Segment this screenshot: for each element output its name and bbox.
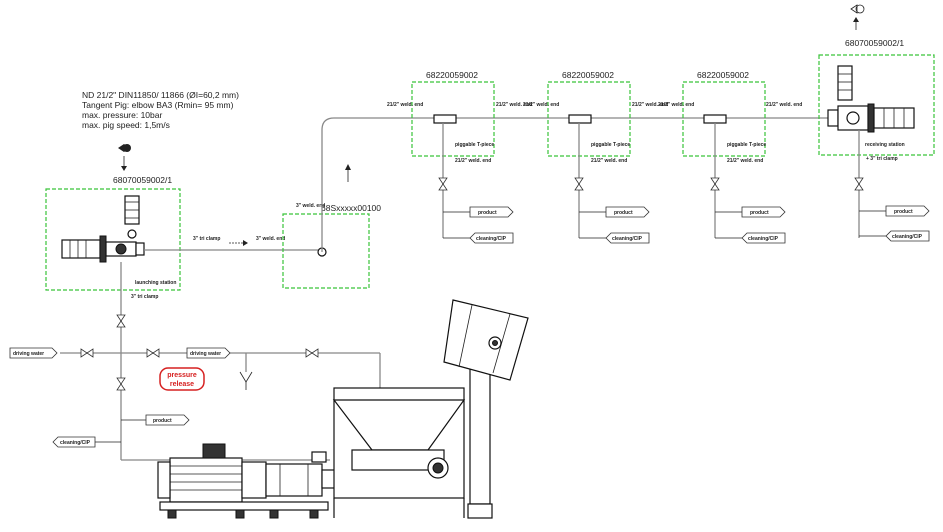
flow-arrow-up xyxy=(345,164,351,182)
tpiece-2-code: 68220059002 xyxy=(562,70,614,80)
pump-product: product xyxy=(153,418,172,424)
pump-outlets: product cleaning/CIP xyxy=(52,414,190,448)
tpiece-1-code: 68220059002 xyxy=(426,70,478,80)
tpiece-1-down: 21/2" weld. end xyxy=(455,158,491,164)
tpiece-1-cleaning: cleaning/CIP xyxy=(476,236,507,242)
receiving-conn: + 3" tri clamp xyxy=(866,156,898,162)
valve-launch-down xyxy=(116,314,126,328)
riser-top-conn-label: 3" weld. end xyxy=(296,203,325,209)
pressure-release-stamp: pressure release xyxy=(159,367,205,391)
tpiece-3-label: piggable T-piece xyxy=(727,142,766,148)
t-piece-3: 68220059002 21/2" weld. end 21/2" weld. … xyxy=(658,70,802,244)
flow-arrow-right xyxy=(229,240,248,246)
receiving-station-machine xyxy=(827,65,915,238)
launching-station-box xyxy=(45,188,181,291)
pressure-release-line1: pressure xyxy=(167,372,197,379)
main-line xyxy=(321,117,850,252)
tpiece-3-cleaning: cleaning/CIP xyxy=(748,236,779,242)
valve-lower xyxy=(116,377,126,391)
spec-line-1: ND 21/2" DIN11850/ 11866 (ØI=60,2 mm) xyxy=(82,90,239,100)
driving-water-left: driving water xyxy=(13,351,44,357)
tpiece-3-out: 21/2" weld. end xyxy=(766,102,802,108)
tpiece-3-product: product xyxy=(750,210,769,216)
tpiece-2-product: product xyxy=(614,210,633,216)
receiving-code: 68070059002/1 xyxy=(845,38,904,48)
pig-symbol-launch xyxy=(118,144,131,171)
tpiece-2-cleaning: cleaning/CIP xyxy=(612,236,643,242)
spec-line-3: max. pressure: 10bar xyxy=(82,110,162,120)
receiving-label: receiving station xyxy=(865,142,905,148)
tpiece-2-down: 21/2" weld. end xyxy=(591,158,627,164)
spec-line-2: Tangent Pig: elbow BA3 (Rmin= 95 mm) xyxy=(82,100,234,110)
tpiece-2-in: 21/2" weld. end xyxy=(523,102,559,108)
pig-symbol-receive xyxy=(850,4,865,30)
tpiece-3-down: 21/2" weld. end xyxy=(727,158,763,164)
receiving-outlets: product cleaning/CIP xyxy=(854,177,930,242)
tpiece-2-label: piggable T-piece xyxy=(591,142,630,148)
launch-conn-label: 3" tri clamp xyxy=(193,236,220,242)
tpiece-1-out: 21/2" weld. end xyxy=(496,102,532,108)
tpiece-1-product: product xyxy=(478,210,497,216)
pump-machinery xyxy=(121,299,529,519)
launching-label: launching station xyxy=(135,280,176,286)
driving-water-right: driving water xyxy=(190,351,221,357)
spec-text: ND 21/2" DIN11850/ 11866 (ØI=60,2 mm) Ta… xyxy=(82,90,239,130)
riser-left-conn-label: 3" weld. end xyxy=(256,236,285,242)
tpiece-1-label: piggable T-piece xyxy=(455,142,494,148)
t-piece-1: 68220059002 21/2" weld. end 21/2" weld. … xyxy=(387,70,532,244)
pump-cleaning: cleaning/CIP xyxy=(60,440,91,446)
receiving-product: product xyxy=(894,209,913,215)
driving-water-line: driving water driving water xyxy=(9,347,381,440)
tpiece-1-in: 21/2" weld. end xyxy=(387,102,423,108)
tpiece-2-out: 21/2" weld. end xyxy=(632,102,668,108)
pressure-release-line2: release xyxy=(170,381,194,388)
riser-box xyxy=(282,213,370,289)
tpiece-3-code: 68220059002 xyxy=(697,70,749,80)
t-piece-2: 68220059002 21/2" weld. end 21/2" weld. … xyxy=(523,70,668,244)
launch-down-conn: 3" tri clamp xyxy=(131,294,158,300)
receiving-cleaning: cleaning/CIP xyxy=(892,234,923,240)
tpiece-3-in: 21/2" weld. end xyxy=(658,102,694,108)
receiving-station-box xyxy=(818,54,935,156)
spec-line-4: max. pig speed: 1,5m/s xyxy=(82,120,170,130)
launching-code: 68070059002/1 xyxy=(113,175,172,185)
riser-code: 68Sxxxxx00100 xyxy=(321,203,381,213)
launching-station-machine xyxy=(61,195,145,263)
